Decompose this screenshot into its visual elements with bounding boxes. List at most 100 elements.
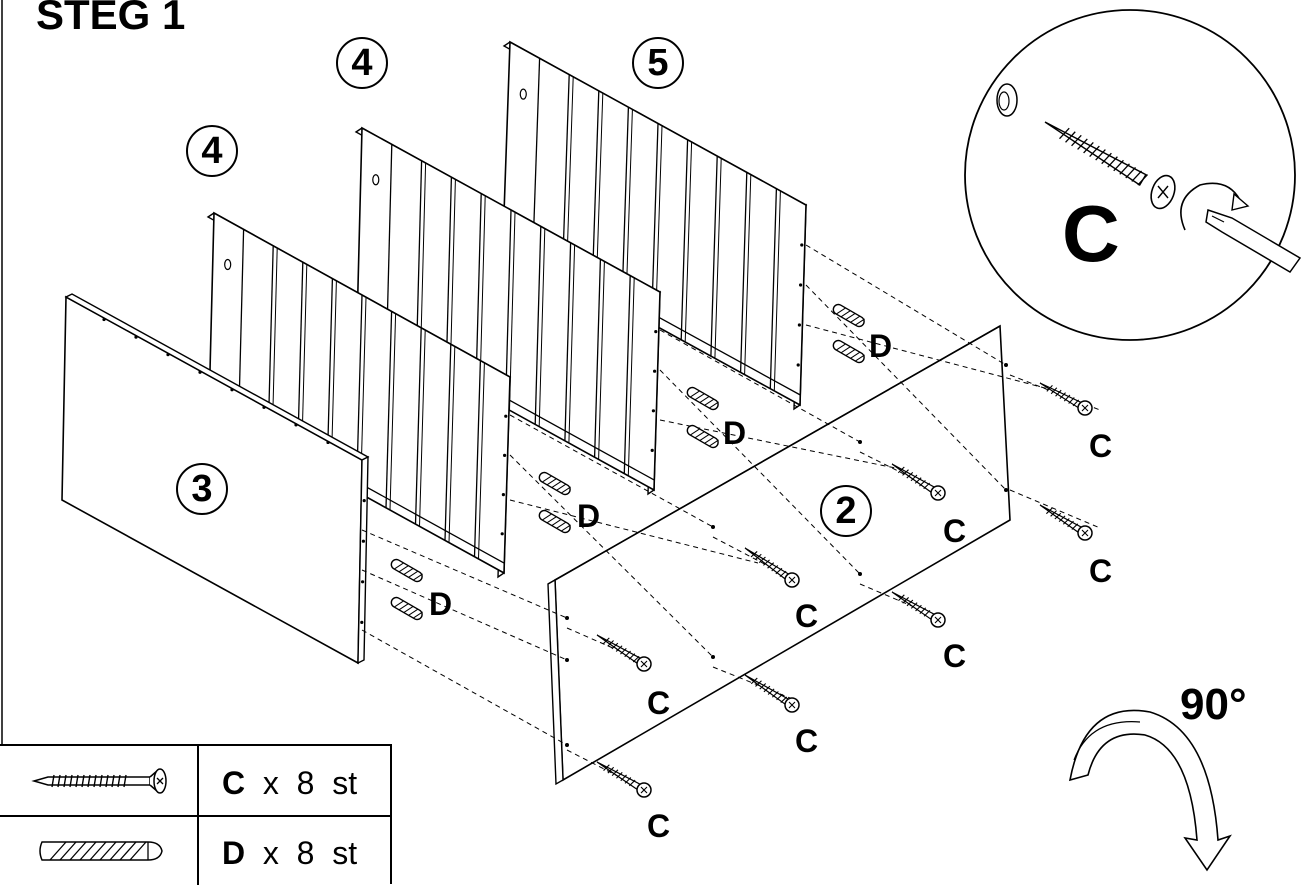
inset-screw-thread (1095, 149, 1106, 161)
screw-thread (1050, 387, 1058, 395)
dowel-d (538, 509, 571, 534)
dashed-guide (712, 666, 796, 701)
screw-label-c: C (1089, 428, 1113, 464)
screw-thread (897, 466, 905, 474)
panel-hole (711, 655, 715, 659)
part-number-4-back: 4 (336, 37, 388, 89)
screw-thread (902, 469, 909, 476)
screwdriver (1205, 209, 1302, 273)
screw-c (596, 634, 652, 672)
inset-screw-thread (1065, 131, 1076, 143)
screw-thread (923, 610, 931, 617)
inset-screw-thread (1131, 170, 1143, 182)
dowel-groove (850, 351, 861, 359)
screw-thread (1062, 518, 1070, 525)
edge-hole (800, 243, 804, 247)
inset-screw-thread (1137, 174, 1149, 186)
panel-side-edge (357, 455, 369, 665)
screw-thread (616, 771, 623, 779)
dowel-groove (398, 603, 409, 611)
dowel-d (832, 339, 865, 364)
screw-cross (788, 701, 796, 709)
dowel-groove (413, 573, 423, 581)
screw-cross (934, 489, 942, 497)
screw-label-c: C (1089, 553, 1113, 589)
dowel-groove (704, 436, 715, 444)
edge-hole (230, 388, 234, 392)
panel-slat-line (773, 191, 781, 392)
panel-slat-line (680, 139, 689, 340)
screw-thread (632, 655, 640, 663)
panel-hole (711, 525, 715, 529)
dashed-guide (712, 536, 796, 581)
screw-thread (776, 693, 783, 701)
dashed-guide (659, 329, 861, 443)
screw-c (891, 463, 946, 501)
dowel-d (538, 471, 571, 496)
inset-screw-thread (1071, 134, 1082, 147)
screw-thread (898, 594, 905, 602)
screw-thread (615, 645, 623, 652)
panel-hole (519, 88, 527, 100)
screw-thread (919, 479, 926, 487)
screw-thread (624, 777, 632, 784)
panel-2 (547, 324, 1011, 786)
edge-hole (262, 405, 266, 409)
legend-text-dowel: D x 8 st (222, 835, 357, 872)
panel-slat-line (714, 158, 722, 359)
dowel-label-d: D (577, 498, 601, 534)
legend-count: 8 (296, 835, 315, 871)
panel-slat-line (389, 313, 397, 511)
screw-thread (750, 551, 758, 558)
dashed-guide (509, 454, 714, 658)
screw-cross (1081, 404, 1089, 412)
screw-thread (771, 691, 779, 698)
screw-thread (780, 696, 788, 703)
screw-thread (1067, 520, 1074, 528)
dowel-groove (855, 354, 865, 362)
screw-thread (775, 567, 783, 575)
screw-thread (1055, 389, 1062, 397)
screw-thread (771, 565, 779, 572)
screw-thread (906, 599, 914, 607)
legend-letter: D (222, 835, 246, 871)
screw-c (744, 674, 800, 713)
edge-hole (361, 580, 365, 584)
inset-screw-thread (1101, 152, 1112, 165)
screw-shaft (891, 591, 936, 621)
rotation-arrow-curve (1073, 721, 1141, 761)
step-title: STEG 1 (36, 0, 186, 38)
edge-hole (102, 317, 106, 322)
part-number-2: 2 (820, 485, 872, 537)
dowel-body (832, 339, 865, 364)
inset-screw-thread (1107, 156, 1118, 168)
panel-slat-line (534, 226, 542, 425)
dowel-body (686, 424, 719, 449)
dowel-groove (393, 562, 404, 570)
screw-label-c: C (795, 598, 819, 634)
edge-hole (501, 493, 505, 497)
panel-4-back (354, 126, 662, 496)
panel-slat-line (564, 242, 572, 441)
screw-thread (910, 602, 918, 609)
dowel-groove (694, 393, 705, 401)
dowel-groove (408, 570, 419, 578)
screw-thread (1068, 397, 1075, 404)
screw-thread (1046, 384, 1053, 392)
dowel-groove (556, 483, 567, 491)
panel-slat-line (419, 330, 426, 527)
panel-slat-line (385, 311, 393, 508)
screw-thread (628, 653, 636, 660)
dowel-groove (541, 513, 552, 521)
legend-letter: C (222, 765, 246, 801)
screw-thread (1050, 510, 1057, 517)
legend-unit: st (332, 765, 358, 801)
screw-thread (628, 779, 636, 787)
dowel-groove (556, 521, 567, 529)
dashed-guide (361, 569, 568, 661)
panel-hole (1004, 488, 1008, 492)
screw-cross (640, 660, 648, 668)
legend-count: 8 (296, 765, 315, 801)
inset-screw-thread (1113, 159, 1124, 172)
dowel-groove (561, 524, 571, 532)
